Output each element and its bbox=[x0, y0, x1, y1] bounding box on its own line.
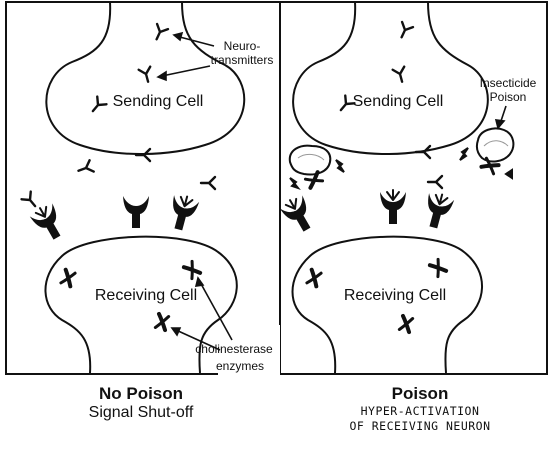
neurotransmitter bbox=[87, 95, 108, 117]
receptor bbox=[421, 191, 455, 231]
left-receiving-cell bbox=[44, 235, 238, 374]
impact-marks bbox=[289, 147, 513, 191]
enzyme bbox=[181, 259, 203, 281]
neurotransmitter bbox=[149, 22, 170, 43]
left-sending-label: Sending Cell bbox=[113, 93, 204, 110]
neurotransmitter bbox=[414, 144, 432, 160]
receptor bbox=[279, 194, 319, 236]
poison-annotation-line1: Insecticide bbox=[480, 76, 537, 90]
enzyme bbox=[304, 267, 324, 289]
neurotransmitter bbox=[394, 20, 415, 41]
left-panel: Sending Cell Receiving Cell Neuro- trans… bbox=[20, 1, 280, 375]
neurotransmitter bbox=[199, 175, 217, 191]
right-sending-label: Sending Cell bbox=[353, 93, 444, 110]
right-panel-frame bbox=[279, 1, 548, 375]
right-caption-subtitle-line1: HYPER-ACTIVATION bbox=[360, 404, 480, 418]
left-caption-subtitle: Signal Shut-off bbox=[88, 404, 194, 421]
right-receiving-label: Receiving Cell bbox=[344, 287, 446, 304]
right-caption-subtitle-line2: OF RECEIVING NEURON bbox=[349, 419, 491, 433]
enzymes-annotation-line2: enzymes bbox=[216, 359, 264, 373]
neurotransmitters-annotation-line2: transmitters bbox=[211, 53, 274, 67]
neurotransmitter bbox=[137, 65, 156, 85]
right-sending-cell bbox=[292, 1, 489, 155]
poison-blob bbox=[475, 127, 515, 163]
neurotransmitter bbox=[134, 147, 152, 163]
neurotransmitter bbox=[20, 190, 41, 212]
enzyme bbox=[397, 313, 415, 335]
neurotransmitters-annotation-line1: Neuro- bbox=[224, 39, 261, 53]
left-receiving-label: Receiving Cell bbox=[95, 287, 197, 304]
neurotransmitter bbox=[426, 174, 444, 190]
receptor bbox=[123, 196, 149, 228]
poison-blob bbox=[288, 144, 332, 176]
right-panel: Sending Cell Receiving Cell Insecticide … bbox=[279, 1, 537, 374]
enzyme bbox=[153, 311, 171, 333]
receptor bbox=[166, 193, 200, 233]
annotation-arrows bbox=[156, 31, 233, 351]
receptor bbox=[380, 190, 406, 224]
right-receiving-cell bbox=[291, 235, 483, 374]
enzyme bbox=[427, 257, 449, 279]
neurotransmitter bbox=[391, 65, 410, 85]
right-caption-title: Poison bbox=[391, 384, 449, 403]
poison-annotation-line2: Poison bbox=[490, 90, 527, 104]
enzymes-annotation-line1: cholinesterase bbox=[195, 342, 273, 356]
enzyme bbox=[58, 267, 78, 289]
left-caption-title: No Poison bbox=[98, 384, 184, 403]
receptor bbox=[29, 202, 69, 244]
neurotransmitter bbox=[75, 159, 95, 178]
left-sending-cell bbox=[45, 1, 246, 155]
